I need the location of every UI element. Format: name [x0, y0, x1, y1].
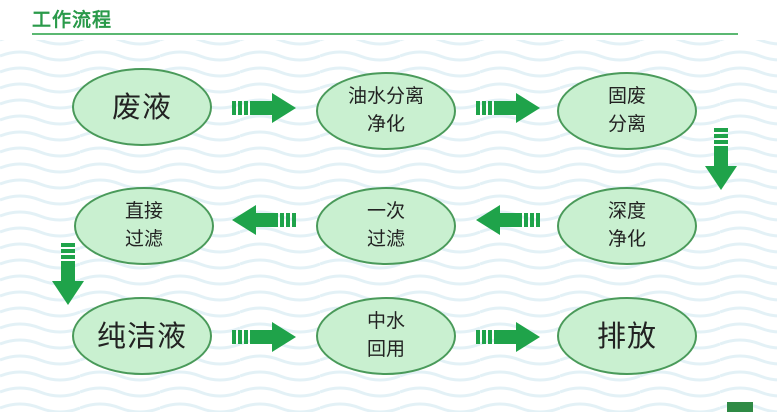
arrow-right-icon — [232, 322, 296, 352]
node-waste-liquid: 废液 — [72, 68, 212, 146]
node-deep-purification: 深度 净化 — [557, 187, 697, 265]
corner-block — [727, 402, 753, 412]
node-pure-liquid: 纯洁液 — [72, 297, 212, 375]
node-label: 油水分离 净化 — [347, 85, 424, 135]
node-discharge: 排放 — [557, 297, 697, 375]
arrow-right-icon — [476, 93, 540, 123]
arrow-right-icon — [476, 322, 540, 352]
arrow-left-icon — [476, 205, 540, 235]
arrow-right-icon — [232, 93, 296, 123]
node-label: 中水 回用 — [366, 310, 405, 360]
node-oil-water-separation: 油水分离 净化 — [316, 72, 456, 150]
node-label: 纯洁液 — [96, 318, 187, 353]
page-title: 工作流程 — [32, 9, 113, 31]
node-label: 废液 — [111, 89, 172, 124]
node-solid-waste-separation: 固废 分离 — [557, 72, 697, 150]
node-direct-filtration: 直接 过滤 — [74, 187, 214, 265]
arrow-down-icon — [52, 243, 84, 305]
node-label: 一次 过滤 — [366, 200, 405, 250]
node-label: 直接 过滤 — [124, 200, 163, 250]
arrow-left-icon — [232, 205, 296, 235]
node-primary-filtration: 一次 过滤 — [316, 187, 456, 265]
title-divider — [32, 33, 738, 35]
arrow-down-icon — [705, 128, 737, 190]
node-label: 排放 — [596, 318, 657, 353]
node-label: 固废 分离 — [607, 85, 646, 135]
node-label: 深度 净化 — [607, 200, 646, 250]
node-reclaimed-water: 中水 回用 — [316, 297, 456, 375]
